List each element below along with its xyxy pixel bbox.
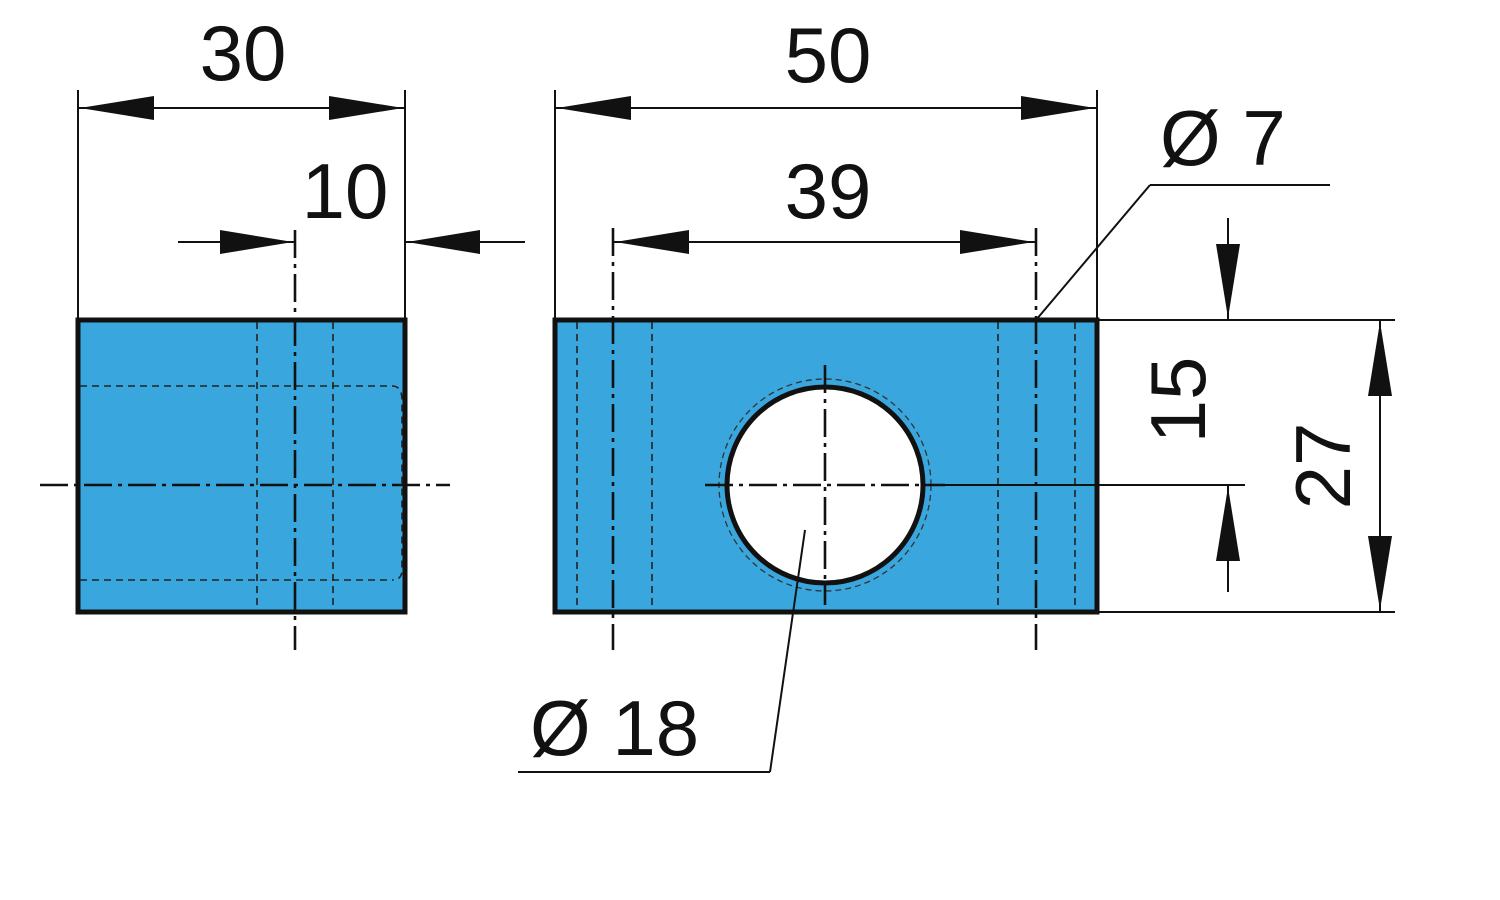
- dimension-label: 50: [785, 11, 872, 99]
- dimension-heights: 15 27: [1097, 218, 1395, 613]
- side-view: [40, 230, 450, 650]
- arrow-head: [615, 230, 689, 254]
- callout-large-hole: Ø 18: [518, 529, 806, 773]
- arrow-head: [80, 96, 154, 120]
- leader-line: [769, 529, 806, 773]
- dimension-label: 27: [1279, 423, 1367, 510]
- arrow-head: [960, 230, 1034, 254]
- dimension-front-length: 50: [554, 11, 1098, 320]
- arrow-head: [1021, 96, 1095, 120]
- dimension-label: 15: [1134, 357, 1222, 444]
- dimension-label: 10: [302, 147, 389, 235]
- arrow-head: [220, 230, 293, 254]
- diameter-label: Ø 18: [530, 684, 699, 772]
- dimension-label: 39: [785, 147, 872, 235]
- callout-small-hole: Ø 7: [1035, 94, 1330, 321]
- leader-line: [1035, 184, 1151, 321]
- side-view-body: [75, 317, 408, 615]
- dimension-side-offset: 10: [178, 147, 525, 254]
- arrow-head: [407, 230, 480, 254]
- arrow-head: [329, 96, 403, 120]
- dimension-hole-spacing: 39: [613, 147, 1036, 254]
- arrow-head: [1368, 536, 1392, 610]
- diameter-label: Ø 7: [1160, 94, 1286, 182]
- side-hidden-line-end: [391, 385, 403, 581]
- arrow-head: [1368, 322, 1392, 396]
- dimension-side-width: 30: [77, 9, 406, 320]
- front-view: [552, 228, 1245, 650]
- arrow-head: [1216, 244, 1240, 318]
- arrow-head: [1216, 487, 1240, 561]
- dimension-label: 30: [200, 9, 287, 97]
- arrow-head: [557, 96, 631, 120]
